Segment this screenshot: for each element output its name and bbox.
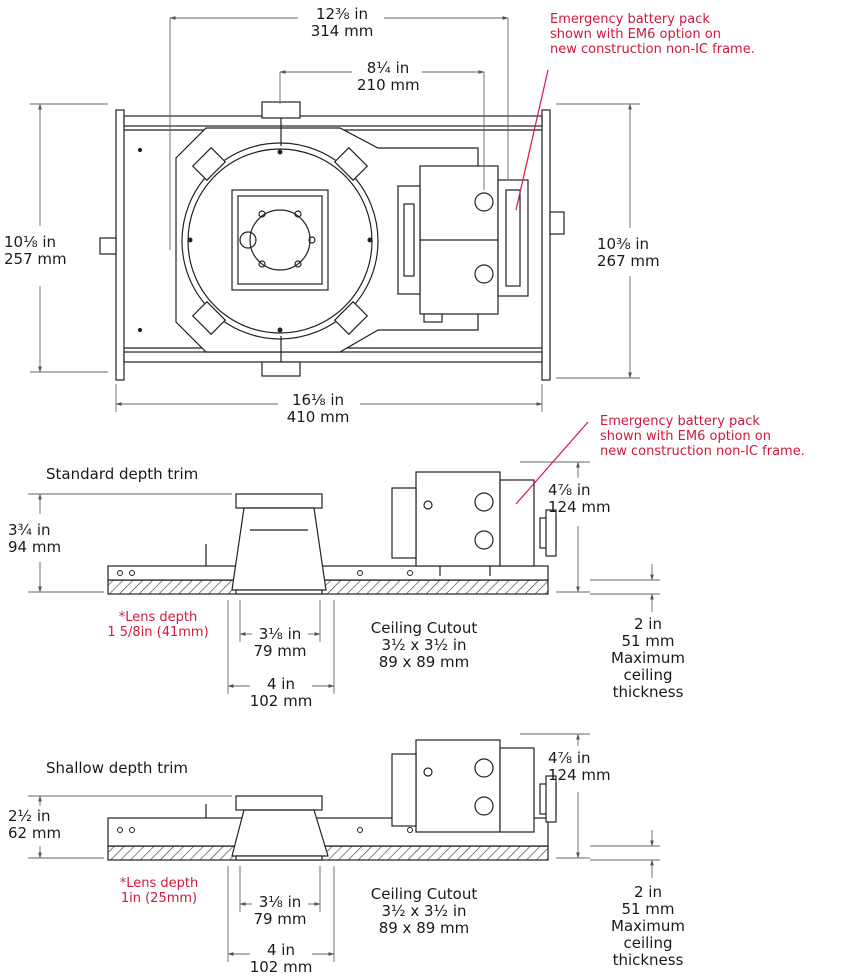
shallow-dim-height-right: 4⅞ in 124 mm bbox=[548, 749, 611, 784]
shallow-view-title: Shallow depth trim bbox=[46, 759, 189, 777]
shallow-cutout: Ceiling Cutout 3½ x 3½ in 89 x 89 mm bbox=[370, 885, 478, 937]
shallow-dim-height-left: 2½ in 62 mm bbox=[8, 807, 62, 842]
top-callout-leader bbox=[515, 69, 549, 211]
top-callout-text: Emergency battery pack shown with EM6 op… bbox=[550, 12, 755, 57]
standard-view-drawing bbox=[107, 471, 557, 595]
standard-dim-height-right: 4⅞ in 124 mm bbox=[548, 481, 611, 516]
standard-dim-overall: 4 in 102 mm bbox=[249, 675, 313, 710]
standard-view-holes bbox=[117, 570, 413, 576]
standard-view-dimensions bbox=[28, 461, 660, 694]
dim-length: 16⅛ in 410 mm bbox=[286, 391, 350, 426]
dim-height-left: 10⅛ in 257 mm bbox=[4, 233, 67, 268]
top-view-screws bbox=[137, 147, 373, 333]
shallow-lens-note: *Lens depth 1in (25mm) bbox=[119, 876, 199, 906]
top-view-dimensions bbox=[30, 16, 640, 412]
shallow-dim-aperture: 3⅛ in 79 mm bbox=[253, 893, 307, 928]
standard-cutout: Ceiling Cutout 3½ x 3½ in 89 x 89 mm bbox=[370, 619, 478, 671]
standard-view-title: Standard depth trim bbox=[46, 465, 199, 483]
shallow-view-dimensions bbox=[28, 733, 660, 962]
shallow-view-drawing bbox=[107, 739, 557, 861]
dim-width-inner: 8¼ in 210 mm bbox=[357, 59, 420, 94]
shallow-ceiling-thickness: 2 in 51 mm Maximum ceiling thickness bbox=[611, 883, 685, 969]
top-view-drawing bbox=[99, 101, 565, 381]
standard-callout-leader bbox=[515, 421, 589, 505]
standard-dim-height-left: 3¾ in 94 mm bbox=[8, 521, 62, 556]
shallow-dim-overall: 4 in 102 mm bbox=[249, 941, 313, 976]
standard-ceiling-thickness: 2 in 51 mm Maximum ceiling thickness bbox=[611, 615, 685, 701]
standard-dim-aperture: 3⅛ in 79 mm bbox=[253, 625, 307, 660]
standard-lens-note: *Lens depth 1 5/8in (41mm) bbox=[107, 610, 209, 640]
dim-height-right: 10⅜ in 267 mm bbox=[597, 235, 660, 270]
dim-width-outer: 12⅜ in 314 mm bbox=[310, 5, 374, 40]
standard-callout-text: Emergency battery pack shown with EM6 op… bbox=[600, 414, 805, 459]
shallow-view-holes bbox=[117, 827, 413, 833]
